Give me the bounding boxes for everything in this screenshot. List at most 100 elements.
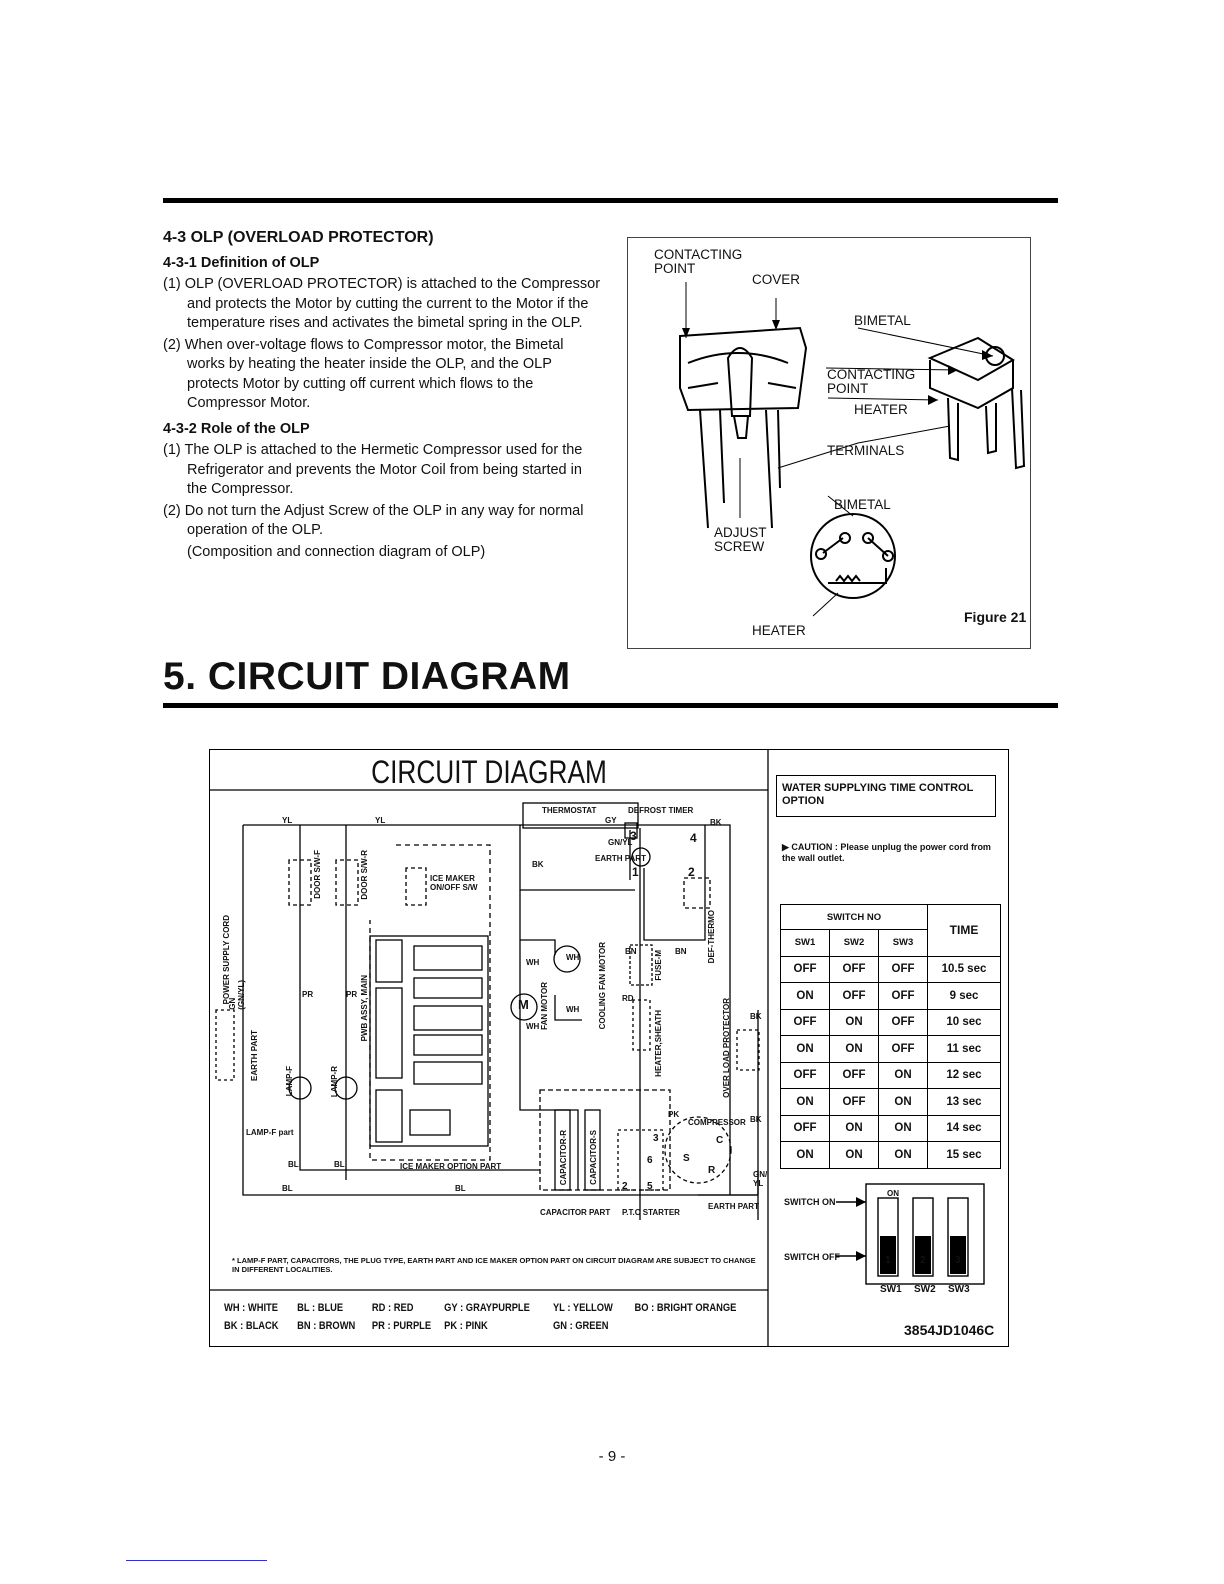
- label-terminals: TERMINALS: [827, 443, 905, 458]
- dip-number-1: 1: [885, 1255, 891, 1266]
- lamp-f-part-label: LAMP-F part: [246, 1128, 294, 1137]
- legend-bk: BK : BLACK: [224, 1320, 279, 1332]
- definition-item-2: (2) When over-voltage flows to Compresso…: [163, 336, 564, 412]
- wire-label-bl-2: BL: [334, 1160, 345, 1169]
- label-contacting-point-mid: CONTACTING POINT: [827, 367, 916, 396]
- circuit-footnote: * LAMP-F PART, CAPACITORS, THE PLUG TYPE…: [232, 1256, 756, 1274]
- legend-rd: RD : RED: [371, 1302, 414, 1314]
- ptc-terminal-5: 5: [647, 1181, 653, 1192]
- wire-label-rd: RD: [622, 994, 634, 1003]
- figure-caption: Figure 21: [964, 609, 1027, 625]
- cooling-fan-label: COOLING FAN MOTOR: [598, 942, 607, 1030]
- cell: OFF: [878, 982, 928, 1010]
- heater-sheath-label: HEATER,SHEATH: [654, 1010, 663, 1077]
- switch-off-label: SWITCH OFF: [784, 1252, 840, 1262]
- wire-label-bn-1: BN: [625, 947, 637, 956]
- cell: ON: [780, 1088, 830, 1116]
- legend-gy: GY : GRAYPURPLE: [444, 1302, 530, 1314]
- dip-number-3: 3: [955, 1255, 961, 1266]
- legend-bo: BO : BRIGHT ORANGE: [634, 1302, 737, 1314]
- cell: 13 sec: [927, 1088, 1001, 1116]
- water-panel-title: WATER SUPPLYING TIME CONTROL OPTION: [776, 775, 996, 817]
- label-bimetal-top: BIMETAL: [854, 313, 911, 328]
- circuit-diagram-box: CIRCUIT DIAGRAM: [209, 749, 1009, 1347]
- cell: ON: [829, 1141, 879, 1169]
- label-bimetal-bottom: BIMETAL: [834, 497, 891, 512]
- legend-pr: PR : PURPLE: [371, 1320, 432, 1332]
- section-title-4-3: 4-3 OLP (OVERLOAD PROTECTOR): [163, 229, 434, 246]
- cell: ON: [878, 1141, 928, 1169]
- cell: OFF: [780, 955, 830, 983]
- wire-label-gy: GY: [605, 816, 617, 825]
- ice-maker-switch-label: ICE MAKER ON/OFF S/W: [430, 874, 478, 892]
- wire-label-yl-2: YL: [375, 816, 386, 825]
- caution-arrow-icon: ▶: [782, 842, 792, 852]
- legend-gn: GN : GREEN: [552, 1320, 609, 1332]
- cell: 12 sec: [927, 1061, 1001, 1089]
- role-list: (1) The OLP is attached to the Hermetic …: [163, 441, 603, 541]
- compressor-label: COMPRESSOR: [688, 1118, 746, 1127]
- circuit-schematic: [210, 750, 769, 1346]
- definition-list: (1) OLP (OVERLOAD PROTECTOR) is attached…: [163, 275, 603, 414]
- fan-motor-m: M: [518, 997, 529, 1012]
- wire-label-wh-1: WH: [526, 958, 540, 967]
- olp-section: 4-3 OLP (OVERLOAD PROTECTOR) 4-3-1 Defin…: [163, 228, 603, 562]
- olp-label: OVER LOAD PROTECTOR: [722, 998, 731, 1098]
- sw3-header: SW3: [878, 929, 928, 957]
- ptc-starter-label: P.T.C STARTER: [622, 1208, 680, 1217]
- wire-label-bk-r1: BK: [750, 1012, 762, 1021]
- wire-label-wh-2: WH: [566, 953, 580, 962]
- wire-label-yl-1: YL: [282, 816, 293, 825]
- section-title-5: 5. CIRCUIT DIAGRAM: [163, 655, 571, 698]
- dip-name-sw3: SW3: [948, 1284, 970, 1295]
- cell: 10 sec: [927, 1008, 1001, 1036]
- wire-label-bl-1: BL: [288, 1160, 299, 1169]
- fuse-m-label: FUSE-M: [654, 950, 663, 981]
- cell: OFF: [878, 1035, 928, 1063]
- time-header: TIME: [927, 904, 1001, 957]
- cell: OFF: [780, 1114, 830, 1142]
- compressor-s: S: [683, 1153, 690, 1164]
- ptc-terminal-6: 6: [647, 1155, 653, 1166]
- table-subheader-row: SW1 SW2 SW3: [780, 929, 1001, 957]
- legend-bl: BL : BLUE: [297, 1302, 344, 1314]
- circuit-title: CIRCUIT DIAGRAM: [371, 754, 607, 790]
- page-number: - 9 -: [598, 1448, 626, 1465]
- cell: ON: [829, 1008, 879, 1036]
- earth-part-left-label: EARTH PART: [250, 1030, 259, 1081]
- wire-label-bl-4: BL: [455, 1184, 466, 1193]
- dip-on-mark: ON: [887, 1189, 899, 1198]
- door-switch-f-label: DOOR S/W-F: [313, 850, 322, 899]
- legend-pk: PK : PINK: [444, 1320, 488, 1332]
- legend-wh: WH : WHITE: [224, 1302, 279, 1314]
- dip-name-sw2: SW2: [914, 1284, 936, 1295]
- capacitor-s-label: CAPACITOR-S: [589, 1130, 598, 1185]
- wire-label-gnyl: GN/YL: [608, 838, 633, 847]
- wire-label-bk-r2: BK: [750, 1115, 762, 1124]
- footer-line: [126, 1560, 267, 1561]
- cell: OFF: [829, 1061, 879, 1089]
- def-thermo-label: DEF-THERMO: [707, 910, 716, 964]
- terminal-2: 2: [688, 865, 695, 879]
- olp-drawing: [679, 282, 1026, 617]
- lamp-f-label: LAMP-F: [285, 1066, 294, 1097]
- wire-label-bn-2: BN: [675, 947, 687, 956]
- cell: ON: [780, 982, 830, 1010]
- color-legend-row-1: WH : WHITE BL : BLUE RD : RED GY : GRAYPURP…: [224, 1302, 736, 1314]
- earth-part-top-label: EARTH PART: [595, 854, 646, 863]
- cell: 15 sec: [927, 1141, 1001, 1169]
- label-contacting-point-top: CONTACTING POINT: [654, 247, 743, 276]
- wire-label-pk: PK: [668, 1110, 680, 1119]
- compressor-c: C: [716, 1135, 724, 1146]
- cell: 9 sec: [927, 982, 1001, 1010]
- cell: ON: [780, 1141, 830, 1169]
- cell: ON: [829, 1114, 879, 1142]
- sw1-header: SW1: [780, 929, 830, 957]
- wire-label-wh-3: WH: [566, 1005, 580, 1014]
